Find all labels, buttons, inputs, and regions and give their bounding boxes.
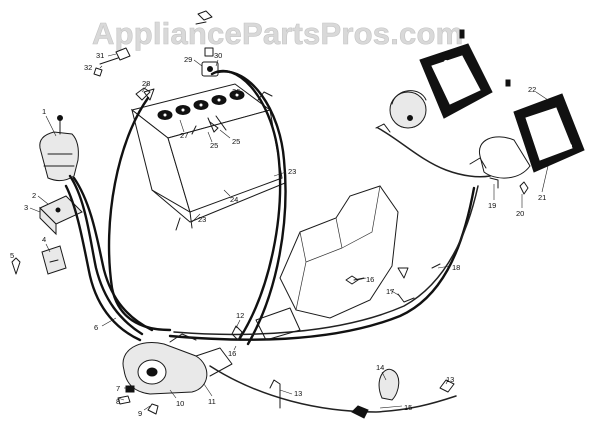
watermark: AppliancePartsPros.com: [92, 16, 463, 51]
voltage-regulator: [39, 195, 83, 236]
callout-label: 23: [198, 215, 206, 224]
callout-label: 1: [42, 107, 46, 116]
callout-label: 8: [116, 397, 120, 406]
callout-label: 30: [214, 51, 222, 60]
callout-label: 28: [142, 79, 150, 88]
callout-label: 15: [404, 403, 412, 412]
callout-label: 13: [294, 389, 302, 398]
callout-label: 17: [386, 287, 394, 296]
battery: [130, 83, 286, 231]
lamp-gasket-right: [513, 93, 585, 173]
callout-label: 14: [376, 363, 384, 372]
callout-label: 25: [210, 141, 218, 150]
callout-label: 21: [538, 193, 546, 202]
callout-label: 16: [228, 349, 236, 358]
wire-harness: [64, 69, 491, 413]
callout-labels: 1 2 3 4 5 6 7 8 9 10 11 12 13 13 14 15 1…: [10, 51, 546, 418]
callout-label: 5: [10, 251, 14, 260]
callout-label: 11: [208, 397, 216, 406]
callout-label: 26: [232, 87, 240, 96]
callout-label: 25: [232, 137, 240, 146]
callout-label: 22: [528, 85, 536, 94]
callout-label: 3: [24, 203, 28, 212]
lamp-gasket-left: [419, 43, 493, 119]
callout-label: 24: [230, 195, 238, 204]
callout-label: 9: [138, 409, 142, 418]
headlamp: [375, 90, 427, 133]
callout-label: 23: [288, 167, 296, 176]
callout-label: 27: [180, 131, 188, 140]
callout-label: 4: [42, 235, 46, 244]
callout-label: 29: [184, 55, 192, 64]
engine-block: [255, 185, 399, 341]
callout-label: 6: [94, 323, 98, 332]
starter-motor: [122, 333, 233, 395]
leader-lines: [29, 53, 549, 411]
callout-label: 10: [176, 399, 184, 408]
callout-label: 31: [96, 51, 104, 60]
ignition-coil: [39, 115, 79, 182]
callout-label: 12: [236, 311, 244, 320]
callout-label: 13: [446, 375, 454, 384]
callout-label: 19: [488, 201, 496, 210]
callout-label: 32: [84, 63, 92, 72]
callout-label: 2: [32, 191, 36, 200]
callout-label: 7: [116, 384, 120, 393]
callout-label: 16: [366, 275, 374, 284]
callout-label: 18: [452, 263, 460, 272]
callout-label: 20: [516, 209, 524, 218]
